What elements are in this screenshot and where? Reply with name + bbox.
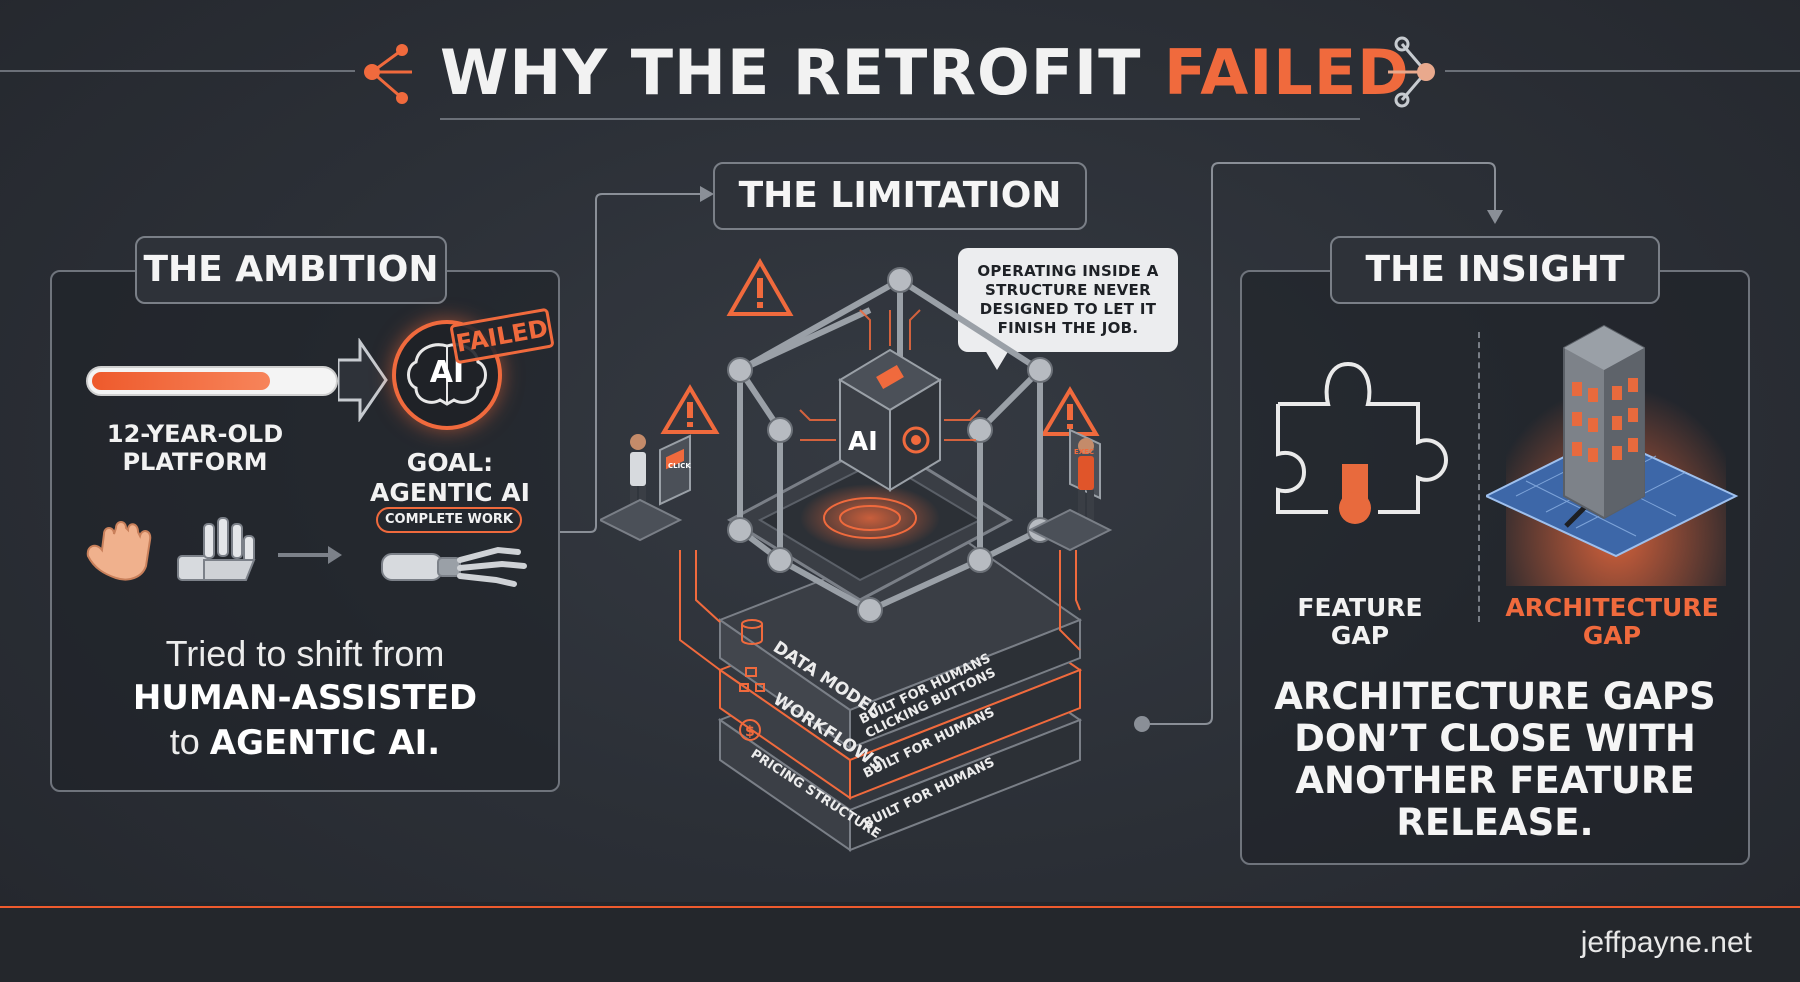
page-title: WHY THE RETROFIT FAILED: [440, 36, 1410, 109]
human-operator-left: [600, 434, 691, 542]
limitation-illustration: DATA MODEL WORKFLOWS PRICING STRUCTURE B…: [600, 257, 1113, 852]
title-rule-right: [1445, 70, 1800, 72]
platform-label: 12-YEAR-OLD PLATFORM: [106, 420, 284, 476]
speech-bubble: OPERATING INSIDE A STRUCTURE NEVER DESIG…: [958, 248, 1178, 352]
workflow-icon: [739, 667, 765, 692]
dollar-icon: $: [739, 719, 761, 741]
ambition-line-1: Tried to shift from: [165, 633, 445, 674]
network-node-icon-left: [364, 44, 412, 104]
architecture-gap-label: ARCHITECTURE GAP: [1505, 593, 1719, 650]
circuit-traces: [799, 309, 981, 441]
robot-hand-icon: [177, 517, 256, 581]
ambition-description: Tried to shift from HUMAN-ASSISTED to AG…: [60, 632, 550, 765]
ambition-line-3: to AGENTIC AI.: [169, 721, 441, 763]
puzzle-piece-icon: [1276, 361, 1449, 524]
database-icon: [741, 619, 763, 645]
console-left-label: CLICK: [668, 462, 691, 470]
layer-data-model: [717, 528, 1083, 750]
warning-icon-right: [1040, 386, 1100, 436]
insight-statement: ARCHITECTURE GAPS DON’T CLOSE WITH ANOTH…: [1274, 675, 1716, 844]
insight-divider: [1478, 332, 1480, 622]
ambition-line-2: HUMAN-ASSISTED: [132, 678, 478, 718]
human-hand-icon: [86, 521, 152, 581]
architecture-building-icon: [1486, 324, 1739, 586]
brain-outline-icon: [407, 343, 487, 406]
ai-icon-text: AI: [429, 355, 465, 390]
footer-accent-line: [0, 906, 1800, 908]
feedback-arrows: [679, 550, 1081, 671]
footer: [0, 902, 1800, 982]
robot-arm-reaching-icon: [381, 546, 527, 587]
arrow-right-icon: [338, 338, 388, 422]
ai-core-cube: [838, 348, 942, 492]
feature-gap-label: FEATURE GAP: [1297, 593, 1423, 650]
svg-text:$: $: [745, 724, 755, 740]
insight-heading: THE INSIGHT: [1330, 236, 1660, 304]
speech-bubble-tail: [985, 350, 1009, 370]
limitation-heading: THE LIMITATION: [713, 162, 1087, 230]
console-right-label: EXEC: [1074, 448, 1094, 456]
human-operator-right: [1027, 428, 1113, 552]
title-rule-left: [0, 70, 355, 72]
ambition-heading: THE AMBITION: [135, 236, 447, 304]
title-underline: [440, 118, 1360, 120]
ai-core-label: AI: [848, 427, 878, 457]
footer-credit: jeffpayne.net: [1580, 926, 1752, 959]
arrow-right-icon-small: [278, 546, 342, 564]
goal-label: GOAL: AGENTIC AI: [370, 448, 530, 507]
warning-icon-top-left: [726, 257, 794, 316]
cage-frame: [737, 277, 1043, 613]
complete-work-badge: COMPLETE WORK: [376, 507, 522, 533]
warning-icon-left: [660, 384, 720, 434]
network-node-icon-right: [1388, 36, 1435, 108]
platform-progress-fill: [92, 372, 270, 390]
title-accent: FAILED: [1164, 36, 1410, 109]
